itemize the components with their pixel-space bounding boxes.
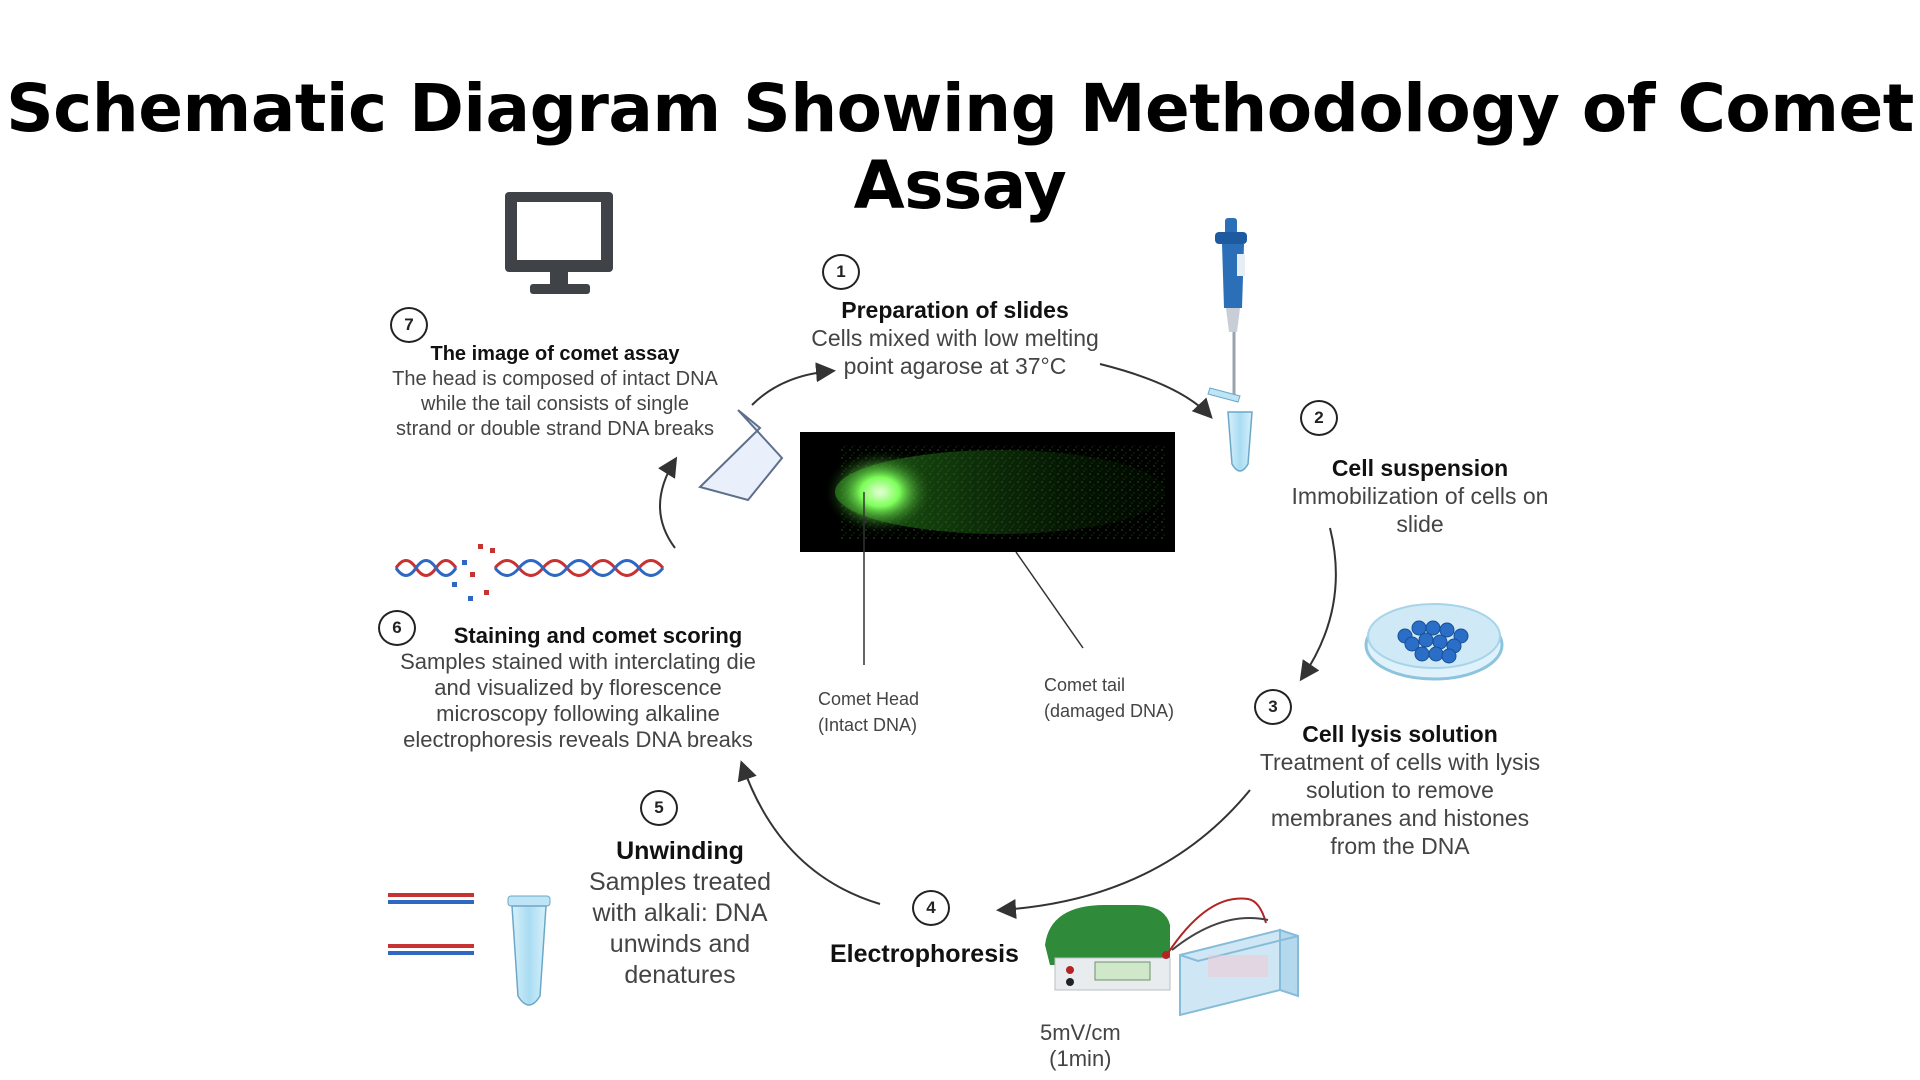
- step-7-text: The image of comet assay The head is com…: [370, 342, 740, 442]
- step-6-heading: Staining and comet scoring: [453, 623, 743, 648]
- pipette-icon: [1215, 218, 1247, 400]
- page-title: Schematic Diagram Showing Methodology of…: [6, 70, 1914, 224]
- step-3-desc-line: membranes and histones: [1270, 805, 1530, 831]
- step-6-text: Staining and comet scoring Samples stain…: [378, 623, 778, 753]
- step-7-desc-line: strand or double strand DNA breaks: [396, 418, 714, 440]
- step-1-desc-line: point agarose at 37°C: [843, 353, 1067, 379]
- voltage-label: 5mV/cm: [1040, 1020, 1121, 1045]
- step-3-text: Cell lysis solution Treatment of cells w…: [1230, 720, 1570, 860]
- step-5-desc-line: denatures: [624, 961, 736, 989]
- step-3-desc-line: from the DNA: [1330, 833, 1470, 859]
- step-3-heading: Cell lysis solution: [1302, 721, 1498, 747]
- step-5-desc-line: with alkali: DNA: [592, 899, 768, 927]
- step-2-desc-line: slide: [1396, 511, 1444, 537]
- step-3-desc-line: solution to remove: [1306, 777, 1494, 803]
- tube-icon: [1207, 387, 1253, 472]
- step-3-number: 3: [1254, 689, 1292, 725]
- comet-tail-label: Comet tail (damaged DNA): [1044, 672, 1174, 724]
- step-1-text: Preparation of slides Cells mixed with l…: [790, 296, 1120, 380]
- comet-tail-label-line: Comet tail: [1044, 675, 1126, 695]
- comet-image: [800, 432, 1175, 552]
- step-7-number: 7: [390, 307, 428, 343]
- step-7-desc-line: The head is composed of intact DNA: [392, 368, 718, 390]
- step-5-text: Unwinding Samples treated with alkali: D…: [575, 836, 785, 991]
- step-2-desc-line: Immobilization of cells on: [1291, 483, 1549, 509]
- power-supply-icon: [1045, 905, 1171, 991]
- comet-tail-label-line: (damaged DNA): [1044, 701, 1175, 721]
- tube-icon: [507, 895, 551, 1006]
- step-1-desc-line: Cells mixed with low melting: [811, 325, 1099, 351]
- step-5-heading: Unwinding: [616, 837, 744, 865]
- monitor-icon: [505, 192, 613, 294]
- step-4-heading: Electrophoresis: [830, 940, 1019, 968]
- step-5-desc-line: unwinds and: [609, 930, 751, 958]
- step-4-settings: 5mV/cm (1min): [1040, 1020, 1121, 1072]
- microscope-slide-icon: [698, 409, 784, 502]
- step-2-number: 2: [1300, 400, 1338, 436]
- step-3-desc-line: Treatment of cells with lysis: [1259, 749, 1541, 775]
- step-1-heading: Preparation of slides: [841, 297, 1069, 323]
- step-2-text: Cell suspension Immobilization of cells …: [1260, 454, 1580, 538]
- step-7-heading: The image of comet assay: [430, 343, 680, 365]
- comet-head-label: Comet Head (Intact DNA): [818, 686, 919, 738]
- step-5-number: 5: [640, 790, 678, 826]
- step-6-desc-line: and visualized by florescence: [434, 675, 722, 700]
- step-6-number: 6: [378, 610, 416, 646]
- step-2-heading: Cell suspension: [1331, 455, 1509, 481]
- dna-helix-icon: [394, 544, 665, 601]
- step-4-number: 4: [912, 890, 950, 926]
- gel-tank-icon: [1179, 928, 1299, 1017]
- comet-head-label-line: Comet Head: [818, 689, 920, 709]
- step-6-desc-line: electrophoresis reveals DNA breaks: [403, 727, 753, 752]
- duration-label: (1min): [1049, 1046, 1112, 1071]
- unwound-dna-icon: [388, 893, 474, 955]
- step-6-desc-line: microscopy following alkaline: [436, 701, 720, 726]
- step-6-desc-line: Samples stained with interclating die: [400, 649, 756, 674]
- petri-dish-icon: [1364, 603, 1504, 681]
- step-1-number: 1: [822, 254, 860, 290]
- step-7-desc-line: while the tail consists of single: [421, 393, 689, 415]
- step-5-desc-line: Samples treated: [588, 868, 772, 896]
- comet-head-label-line: (Intact DNA): [818, 715, 918, 735]
